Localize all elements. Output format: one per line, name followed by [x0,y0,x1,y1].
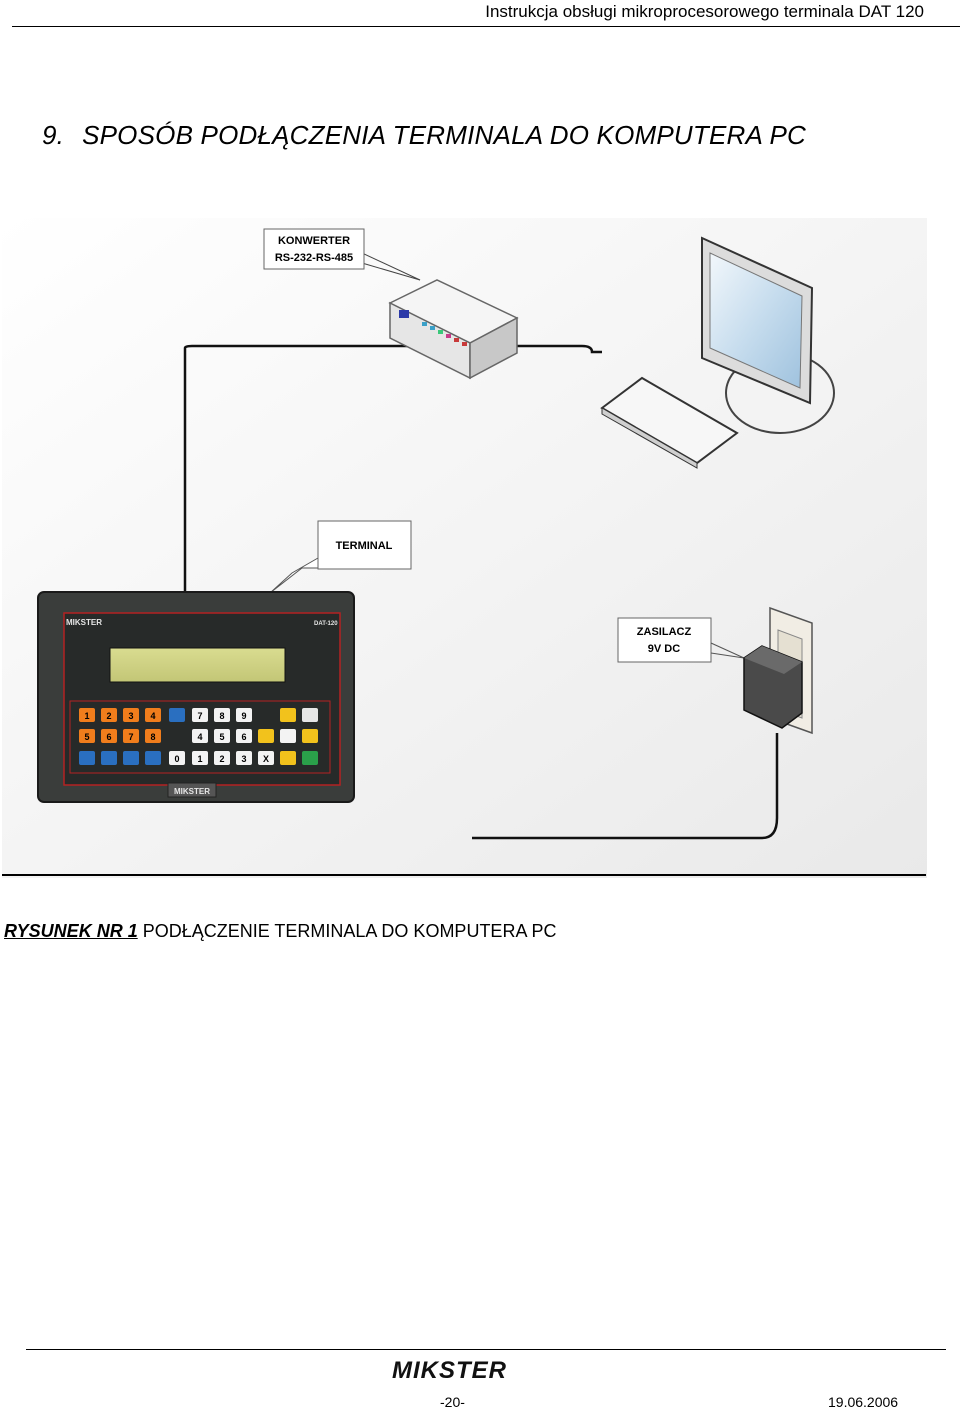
svg-text:1: 1 [84,711,89,721]
power-cable [472,733,779,840]
terminal-label: TERMINAL [269,520,412,594]
svg-text:1: 1 [197,754,202,764]
svg-text:4: 4 [150,711,155,721]
keypad-row-2: 5 6 7 8 4 5 6 [79,729,318,743]
monitor-illustration [701,236,835,434]
svg-text:MIKSTER: MIKSTER [174,787,210,796]
lcd-display [109,647,286,683]
caption-label: RYSUNEK NR 1 [4,921,138,941]
svg-text:5: 5 [84,732,89,742]
svg-text:9V DC: 9V DC [648,643,680,655]
keypad-row-3: 0 1 2 3 X [79,751,318,765]
converter-box [388,279,519,380]
page-number: -20- [440,1394,465,1410]
svg-text:6: 6 [106,732,111,742]
rs485-cable [183,344,602,593]
svg-text:8: 8 [219,711,224,721]
svg-text:MIKSTER: MIKSTER [392,1357,507,1382]
svg-text:KONWERTER: KONWERTER [278,235,350,247]
svg-text:8: 8 [150,732,155,742]
figure-caption: RYSUNEK NR 1 PODŁĄCZENIE TERMINALA DO KO… [4,921,556,942]
running-header: Instrukcja obsługi mikroprocesorowego te… [485,2,924,21]
svg-text:7: 7 [197,711,202,721]
document-date: 19.06.2006 [828,1394,899,1410]
svg-text:2: 2 [106,711,111,721]
svg-text:RS-232-RS-485: RS-232-RS-485 [275,252,353,264]
connection-diagram: KONWERTER RS-232-RS-485 TERMINAL MIKSTER… [2,218,927,878]
svg-text:3: 3 [241,754,246,764]
svg-text:4: 4 [197,732,202,742]
mikster-logo: MIKSTER [392,1357,507,1382]
svg-text:TERMINAL: TERMINAL [336,540,393,552]
converter-label: KONWERTER RS-232-RS-485 [263,228,421,281]
section-heading: 9. SPOSÓB PODŁĄCZENIA TERMINALA DO KOMPUT… [42,120,806,151]
power-adapter-illustration [743,606,813,735]
figure-rule [2,874,926,876]
section-title-text: SPOSÓB PODŁĄCZENIA TERMINALA DO KOMPUTER… [82,120,807,150]
header-rule [12,26,960,27]
psu-label: ZASILACZ 9V DC [617,617,745,663]
terminal-device: MIKSTER DAT-120 1 2 3 4 7 8 9 5 6 7 8 4 … [37,591,355,803]
svg-text:5: 5 [219,732,224,742]
caption-text: PODŁĄCZENIE TERMINALA DO KOMPUTERA PC [137,921,557,941]
svg-text:0: 0 [174,754,179,764]
svg-text:MIKSTER: MIKSTER [66,618,102,627]
svg-text:DAT-120: DAT-120 [314,621,338,627]
footer-rule [26,1349,946,1350]
keyboard-illustration [600,376,739,469]
svg-text:ZASILACZ: ZASILACZ [637,626,692,638]
svg-text:2: 2 [219,754,224,764]
svg-text:6: 6 [241,732,246,742]
svg-text:3: 3 [128,711,133,721]
svg-text:X: X [263,754,269,764]
keypad-row-1: 1 2 3 4 7 8 9 [79,708,318,722]
svg-text:9: 9 [241,711,246,721]
section-number: 9. [42,120,65,150]
svg-text:7: 7 [128,732,133,742]
